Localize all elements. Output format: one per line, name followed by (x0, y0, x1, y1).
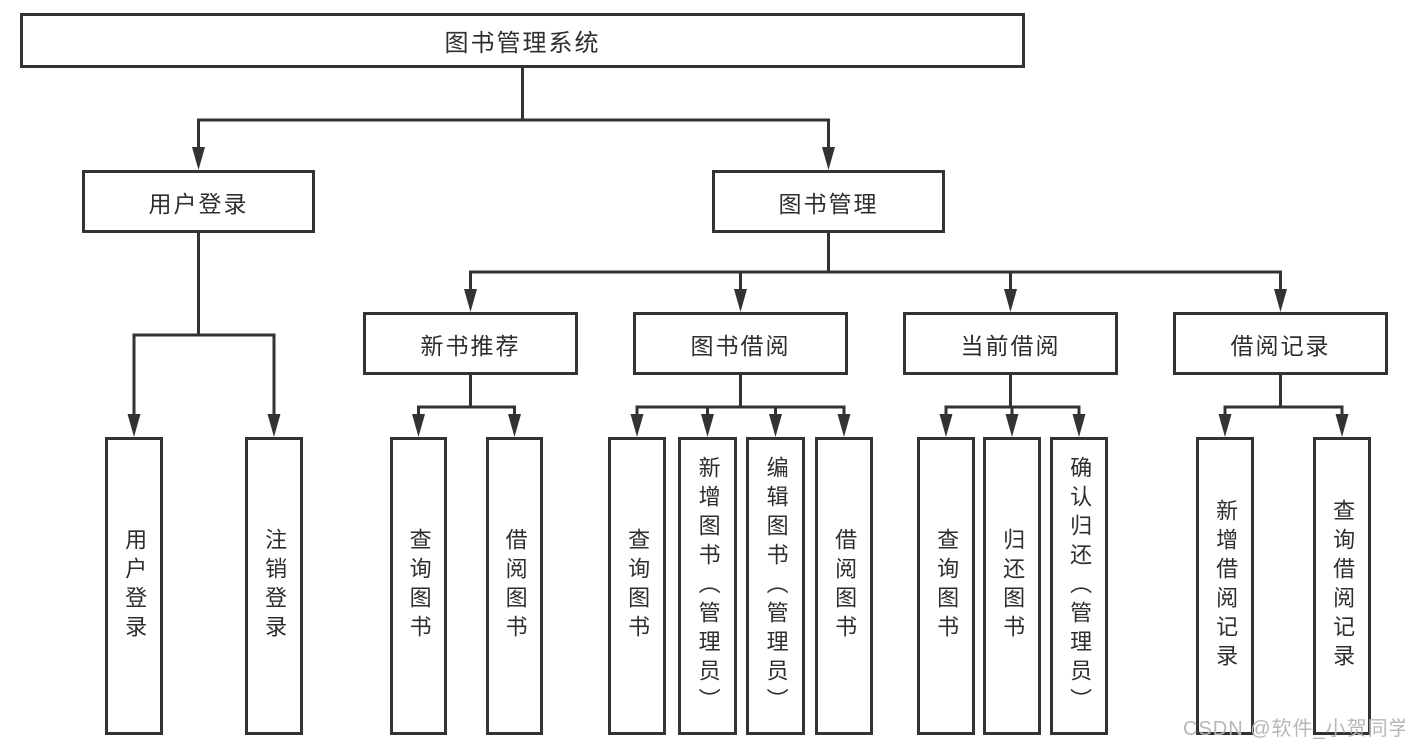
leaf-borrow-books-recommend: 借阅图书 (486, 437, 543, 735)
leaf-label: 查询图书 (406, 528, 432, 644)
node-new-book-recommendation: 新书推荐 (363, 312, 578, 375)
leaf-label: 归还图书 (1000, 528, 1026, 644)
node-borrowing-records: 借阅记录 (1173, 312, 1388, 375)
node-user-login: 用户登录 (82, 170, 315, 233)
leaf-user-login: 用户登录 (105, 437, 163, 735)
leaf-confirm-return-admin: 确认归还（管理员） (1050, 437, 1108, 735)
leaf-label: 借阅图书 (502, 528, 528, 644)
leaf-label: 查询图书 (625, 528, 651, 644)
leaf-query-books-current: 查询图书 (917, 437, 975, 735)
leaf-query-books-borrowing: 查询图书 (608, 437, 666, 735)
leaf-add-book-admin: 新增图书（管理员） (678, 437, 737, 735)
leaf-label: 查询借阅记录 (1330, 499, 1356, 673)
node-label: 当前借阅 (960, 332, 1061, 359)
leaf-query-borrow-record: 查询借阅记录 (1313, 437, 1371, 735)
leaf-label: 编辑图书（管理员） (763, 455, 789, 717)
node-book-borrowing: 图书借阅 (633, 312, 848, 375)
leaf-label: 确认归还（管理员） (1067, 455, 1093, 717)
node-label: 图书管理系统 (444, 30, 601, 57)
leaf-label: 查询图书 (934, 528, 960, 644)
leaf-label: 用户登录 (122, 528, 148, 644)
leaf-logout: 注销登录 (245, 437, 303, 735)
node-label: 图书借阅 (690, 332, 791, 359)
leaf-return-book: 归还图书 (983, 437, 1041, 735)
node-current-borrowing: 当前借阅 (903, 312, 1118, 375)
leaf-label: 新增借阅记录 (1213, 499, 1239, 673)
leaf-label: 借阅图书 (832, 528, 858, 644)
leaf-borrow-books-borrowing: 借阅图书 (815, 437, 873, 735)
node-label: 借阅记录 (1230, 332, 1331, 359)
leaf-query-books-recommend: 查询图书 (390, 437, 447, 735)
leaf-label: 注销登录 (262, 528, 288, 644)
csdn-watermark: CSDN @软件_小贺同学 (1183, 718, 1405, 740)
leaf-edit-book-admin: 编辑图书（管理员） (746, 437, 805, 735)
node-book-management: 图书管理 (712, 170, 945, 233)
node-label: 新书推荐 (420, 332, 521, 359)
leaf-add-borrow-record: 新增借阅记录 (1196, 437, 1254, 735)
node-label: 用户登录 (148, 190, 249, 217)
node-library-management-system: 图书管理系统 (20, 13, 1025, 68)
leaf-label: 新增图书（管理员） (695, 455, 721, 717)
node-label: 图书管理 (778, 190, 879, 217)
